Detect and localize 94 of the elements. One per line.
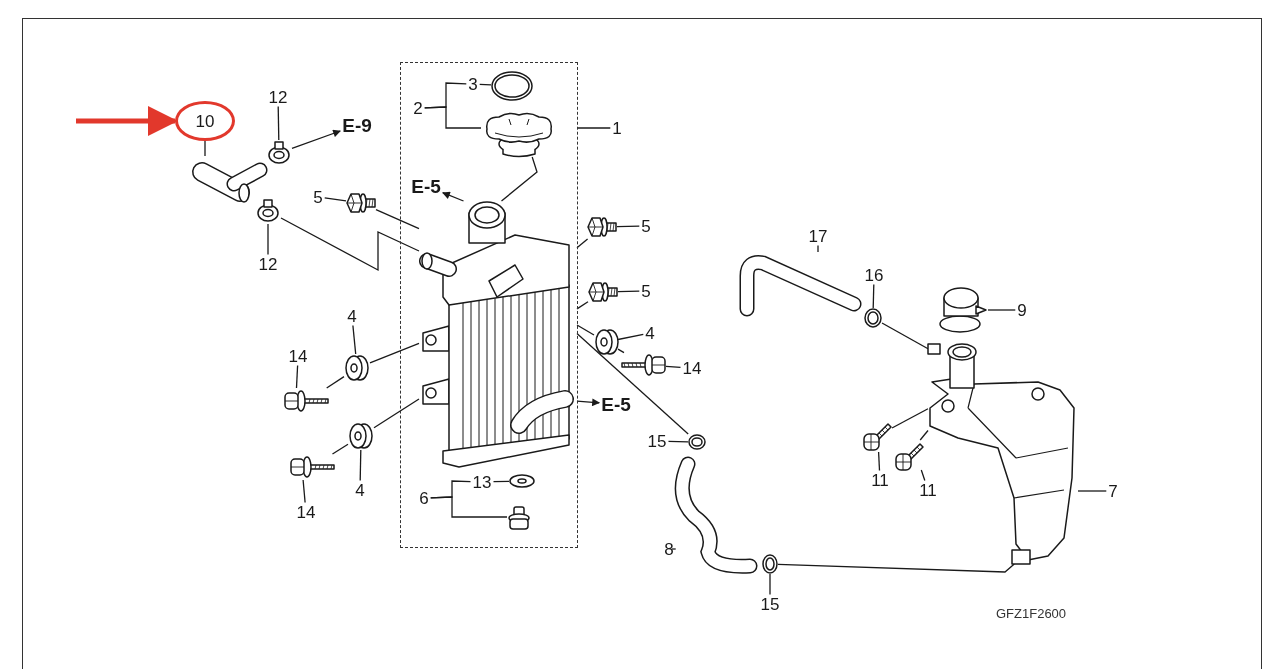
callout-number: 14 [680, 358, 704, 378]
callout-number: 9 [1015, 300, 1029, 320]
callout-number: 13 [470, 472, 494, 492]
assembly-line [326, 375, 345, 389]
leader-line [204, 140, 206, 157]
hose-clamp-drawing [266, 140, 292, 166]
bolt-drawing [894, 440, 922, 470]
page-reference: E-5 [409, 175, 443, 197]
leader-line [359, 449, 362, 482]
radiator-drawing [419, 201, 577, 469]
bolt-drawing [624, 352, 666, 378]
leader-line [987, 309, 1016, 311]
arrow [442, 191, 465, 202]
leader-line [617, 333, 644, 341]
callout-number: 10 [175, 101, 235, 141]
callout-number: 17 [806, 226, 830, 246]
assembly-line [576, 301, 589, 310]
assembly-line [576, 332, 689, 435]
arrow [576, 398, 600, 407]
grommet-drawing [348, 422, 374, 450]
leader-line [1077, 490, 1107, 492]
drawing-code: GFZ1F2600 [996, 606, 1067, 621]
leader-line [424, 106, 482, 129]
arrow [76, 106, 178, 136]
leader-line [267, 223, 269, 256]
leader-line [577, 127, 611, 129]
hose-drawing [738, 252, 862, 316]
assembly-line [919, 429, 929, 441]
leader-line [352, 324, 357, 355]
assembly-line [280, 217, 420, 272]
bolt-drawing [284, 388, 330, 414]
leader-line [616, 225, 640, 228]
callout-number: 5 [639, 216, 653, 236]
hose-clamp-drawing [255, 198, 281, 224]
leader-line [302, 479, 306, 504]
callout-number: 15 [758, 594, 782, 614]
callout-number: 12 [256, 254, 280, 274]
leader-line [277, 105, 280, 141]
callout-number: 1 [610, 118, 624, 138]
leader-line [817, 244, 819, 253]
callout-number: 4 [643, 323, 657, 343]
assembly-line [373, 398, 420, 429]
callout-number: 3 [466, 74, 480, 94]
washer-drawing [509, 474, 535, 488]
callout-number: 12 [266, 87, 290, 107]
clip-drawing [864, 308, 882, 328]
grommet-drawing [344, 354, 370, 382]
leader-line [324, 197, 347, 202]
clip-drawing [762, 554, 778, 574]
callout-number: 6 [417, 488, 431, 508]
callout-number: 5 [639, 281, 653, 301]
assembly-line [576, 238, 589, 249]
callout-number: 16 [862, 265, 886, 285]
callout-number: 7 [1106, 481, 1120, 501]
leader-line [667, 440, 689, 443]
callout-number: 2 [411, 98, 425, 118]
page-reference: E-9 [340, 114, 374, 136]
assembly-line [576, 324, 595, 336]
bolt-drawing [346, 191, 376, 215]
assembly-frame [400, 62, 578, 548]
leader-line [617, 290, 640, 293]
grommet-drawing [594, 328, 618, 356]
assembly-line [331, 443, 349, 455]
leader-line [769, 573, 771, 596]
callout-number: 14 [294, 502, 318, 522]
assembly-line [891, 408, 929, 429]
leader-line [295, 364, 299, 389]
arrow [291, 129, 341, 149]
leader-line [430, 480, 472, 499]
leader-line [671, 548, 677, 550]
leader-line [872, 283, 875, 309]
callout-number: 11 [869, 470, 891, 490]
assembly-line [375, 208, 420, 230]
callout-number: 11 [917, 480, 939, 500]
seal-ring-drawing [491, 71, 533, 101]
assembly-line [500, 156, 538, 202]
leader-line [877, 451, 881, 472]
assembly-line [777, 563, 1015, 573]
drain-bolt-drawing [507, 505, 531, 531]
callout-number: 4 [353, 480, 367, 500]
bolt-drawing [290, 454, 334, 480]
callout-number: 15 [645, 431, 669, 451]
callout-number: 4 [345, 306, 359, 326]
callout-number: 5 [311, 187, 325, 207]
callout-number: 14 [286, 346, 310, 366]
leader-line [665, 365, 682, 368]
callout-number: 8 [662, 539, 676, 559]
bolt-drawing [587, 215, 617, 239]
reservoir-cap-drawing [936, 284, 988, 336]
bolt-drawing [588, 280, 618, 304]
bolt-drawing [862, 420, 892, 452]
clip-drawing [688, 434, 706, 450]
page-reference: E-5 [599, 393, 633, 415]
leader-line [920, 469, 926, 482]
